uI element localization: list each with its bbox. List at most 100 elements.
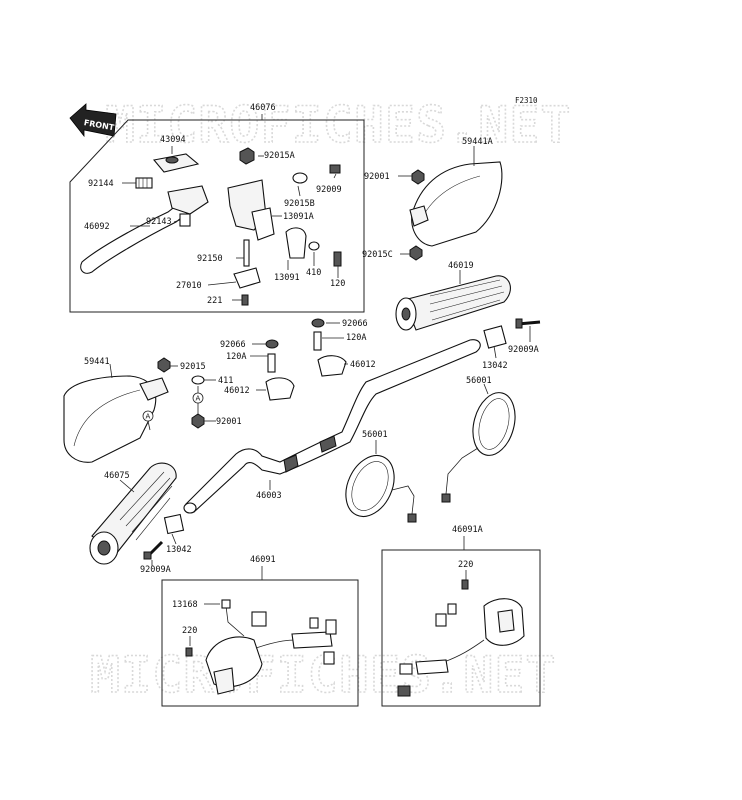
label-56001-right: 56001 <box>466 376 492 386</box>
right-handguard-group: 92001 59441A 92015C <box>362 137 503 261</box>
washer-92015B <box>292 172 308 184</box>
screw-92009A-right <box>515 318 523 329</box>
label-27010: 27010 <box>176 281 202 291</box>
rod-92150 <box>243 239 250 267</box>
clamp-parts-group: 92066 120A 46012 92066 120A 46012 <box>220 318 376 401</box>
label-92066-top: 92066 <box>342 319 368 329</box>
label-46003: 46003 <box>256 491 282 501</box>
lever-pivot <box>167 185 209 215</box>
label-46091A: 46091A <box>452 525 483 535</box>
spring-92144 <box>135 177 153 189</box>
holder-46012-top <box>317 355 347 377</box>
nut-92015 <box>157 357 171 373</box>
nut-92001-left <box>191 413 205 429</box>
label-13168: 13168 <box>172 600 198 610</box>
label-92009A-left: 92009A <box>140 565 171 575</box>
right-switch-box-group: 46091A 220 <box>381 525 541 707</box>
label-13042-left: 13042 <box>166 545 192 555</box>
label-46012-top: 46012 <box>350 360 376 370</box>
mirror-right-group: 56001 <box>441 376 516 503</box>
holder-46012-left <box>265 377 295 401</box>
label-43094: 43094 <box>160 135 186 145</box>
lever-assembly-group: 46076 <box>69 103 365 313</box>
wire-harness-left <box>291 631 333 649</box>
bushing-92143 <box>179 213 191 227</box>
right-end-parts: 13042 92009A <box>482 318 541 371</box>
cap-92066-left <box>265 339 279 349</box>
switch-27010 <box>233 267 261 289</box>
left-end-parts: 13042 92009A <box>140 513 192 575</box>
reservoir-cap <box>152 153 200 173</box>
left-switch-box-group: 46091 13168 220 <box>161 555 359 707</box>
mirror-56001-left <box>345 454 395 518</box>
washer-410 <box>308 241 320 251</box>
wire-harness-right <box>415 659 449 675</box>
clamp-13091A <box>251 207 275 241</box>
label-92015B: 92015B <box>284 199 315 209</box>
watermark-bottom: MICROFICHES.NET <box>90 646 557 704</box>
left-switch-box <box>161 579 359 707</box>
mirror-left-group: 56001 <box>345 430 417 523</box>
left-grip-group: 46075 <box>89 462 177 565</box>
label-13091: 13091 <box>274 273 300 283</box>
handlebar-group: 46003 <box>183 339 481 514</box>
label-59441: 59441 <box>84 357 110 367</box>
label-56001-left: 56001 <box>362 430 388 440</box>
grip-46019 <box>403 275 511 331</box>
label-92150: 92150 <box>197 254 223 264</box>
label-92001-top: 92001 <box>364 172 390 182</box>
lever-assembly-box <box>69 119 365 313</box>
label-92143: 92143 <box>146 217 172 227</box>
clamp-13091 <box>285 227 307 259</box>
screw-221 <box>241 294 249 306</box>
right-grip-group: 46019 <box>395 261 511 331</box>
label-46091: 46091 <box>250 555 276 565</box>
clip-13168 <box>221 599 231 609</box>
nut-92015A <box>239 147 255 165</box>
label-92144: 92144 <box>88 179 114 189</box>
nut-92001-right <box>411 169 425 185</box>
label-13091A: 13091A <box>283 212 314 222</box>
bolt-120 <box>333 251 342 267</box>
label-120: 120 <box>330 279 345 289</box>
label-220-left: 220 <box>182 626 197 636</box>
screw-220-left <box>185 647 193 657</box>
screw-92009 <box>329 164 341 174</box>
grip-46075 <box>91 462 177 555</box>
right-switch-box <box>381 549 541 707</box>
ref-marker-a-guard-text: A <box>146 413 151 421</box>
ref-marker-a-left-text: A <box>196 395 201 403</box>
cap-92066-top <box>311 318 325 328</box>
weight-13042-left <box>163 513 185 535</box>
label-92001-left: 92001 <box>216 417 242 427</box>
label-120A-top: 120A <box>346 333 366 343</box>
handlebar <box>185 339 481 513</box>
label-410: 410 <box>306 268 321 278</box>
screw-92009A-left <box>143 551 152 560</box>
bolt-120A-top <box>313 331 322 351</box>
watermark-top: MICROFICHES.NET <box>105 96 572 154</box>
label-46012-left: 46012 <box>224 386 250 396</box>
figure-code: F2310 <box>515 96 538 105</box>
label-92009: 92009 <box>316 185 342 195</box>
handguard-59441A <box>411 161 503 247</box>
label-92009A-right: 92009A <box>508 345 539 355</box>
label-221: 221 <box>207 296 222 306</box>
label-92015A: 92015A <box>264 151 295 161</box>
label-13042-right: 13042 <box>482 361 508 371</box>
screw-220-right <box>461 579 469 590</box>
nut-92015C <box>409 245 423 261</box>
weight-13042-right <box>483 325 507 349</box>
washer-411 <box>191 375 205 385</box>
label-46092: 46092 <box>84 222 110 232</box>
bolt-120A-left <box>267 353 276 373</box>
label-220-right: 220 <box>458 560 473 570</box>
mirror-56001-right <box>472 392 516 456</box>
left-handguard-group: A A 59441 92015 411 92001 <box>63 357 242 463</box>
label-120A-left: 120A <box>226 352 246 362</box>
label-46076: 46076 <box>250 103 276 113</box>
label-59441A: 59441A <box>462 137 493 147</box>
label-92066-left: 92066 <box>220 340 246 350</box>
